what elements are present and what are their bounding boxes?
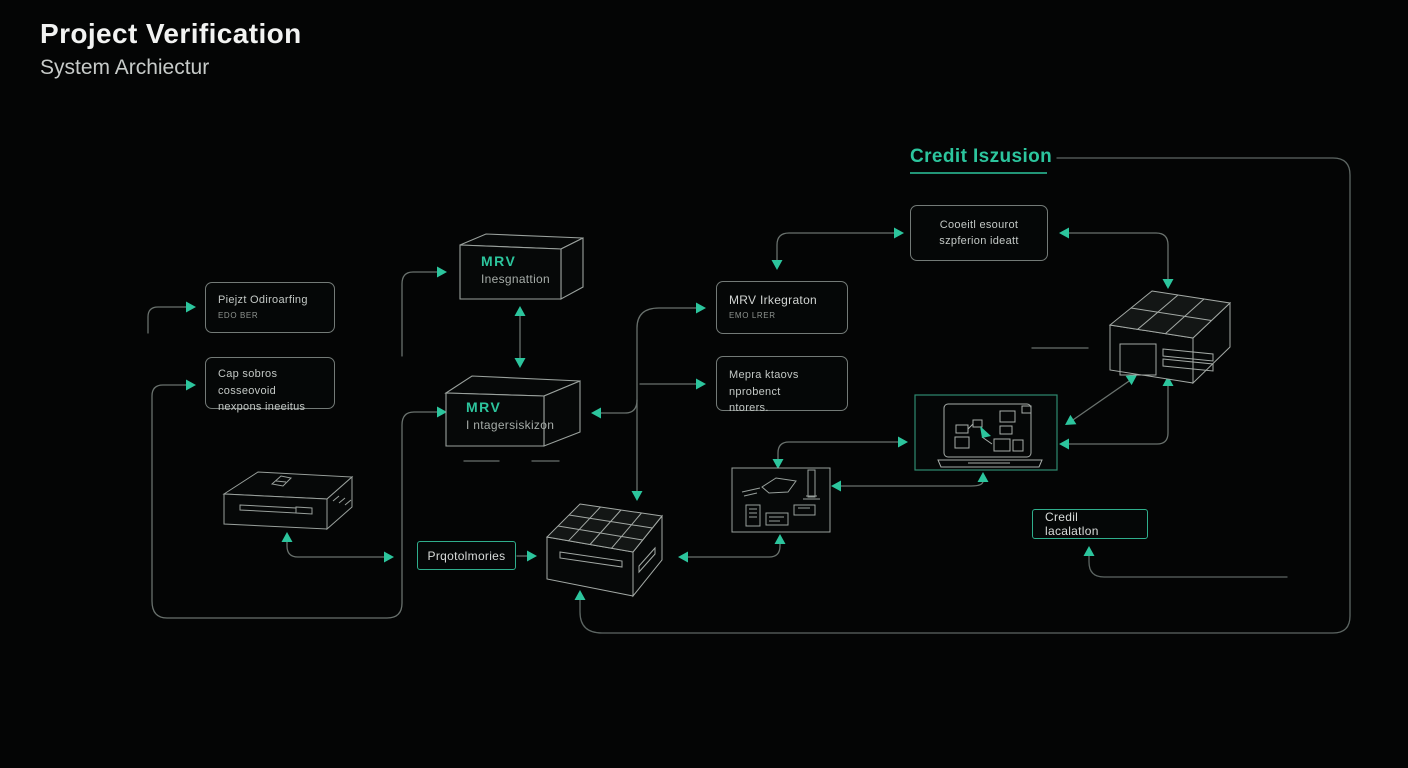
node-line2: ntorers. bbox=[729, 402, 769, 414]
node-line1: Cap sobros cosseovoid bbox=[218, 368, 278, 397]
node-credit-requirements: Cooeitl esourot szpferion ideatt bbox=[910, 205, 1048, 261]
page-title: Project Verification bbox=[40, 18, 302, 49]
mrv-processing-box-icon bbox=[444, 375, 581, 447]
node-line2: nexpons ineeitus bbox=[218, 401, 306, 413]
laptop-dashboard-icon bbox=[914, 394, 1058, 471]
node-subtitle: EDO BER bbox=[218, 310, 259, 320]
node-subtitle: EMO LRER bbox=[729, 311, 776, 320]
flow-arrowheads bbox=[186, 227, 1174, 600]
credit-issuance-heading: Credit Iszusion bbox=[910, 146, 1053, 167]
node-label: Credil lacalatlon bbox=[1045, 510, 1099, 538]
page-subtitle: System Archiectur bbox=[40, 56, 210, 79]
node-project-onboarding: Piejzt Odiroarfing EDO BER bbox=[205, 282, 335, 333]
node-verification-reports: Mepra ktaovs nprobenct ntorers. bbox=[716, 356, 848, 414]
registry-device-icon bbox=[222, 471, 354, 531]
page-header: Project Verification System Archiectur bbox=[40, 18, 302, 80]
node-mrv-integration: MRV Irkegraton EMO LRER bbox=[716, 281, 848, 334]
node-protocol: Prqotolmories bbox=[417, 541, 516, 570]
sensor-kit-icon bbox=[731, 467, 831, 533]
node-credit-issuance: Credil lacalatlon bbox=[1032, 509, 1148, 539]
solar-panel-icon bbox=[545, 503, 663, 598]
node-line1: Cooeitl esourot bbox=[939, 218, 1019, 231]
node-label: Prqotolmories bbox=[427, 548, 506, 563]
mrv-ingestion-box-icon bbox=[459, 233, 584, 300]
node-line2: szpferion ideatt bbox=[939, 235, 1019, 247]
solar-unit-icon bbox=[1108, 290, 1232, 385]
node-cap-reports: Cap sobros cosseovoid nexpons ineeitus bbox=[205, 357, 335, 413]
node-line1: Mepra ktaovs nprobenct bbox=[729, 369, 799, 398]
node-title: Piejzt Odiroarfing bbox=[218, 294, 308, 306]
node-title: MRV Irkegraton bbox=[729, 293, 818, 307]
